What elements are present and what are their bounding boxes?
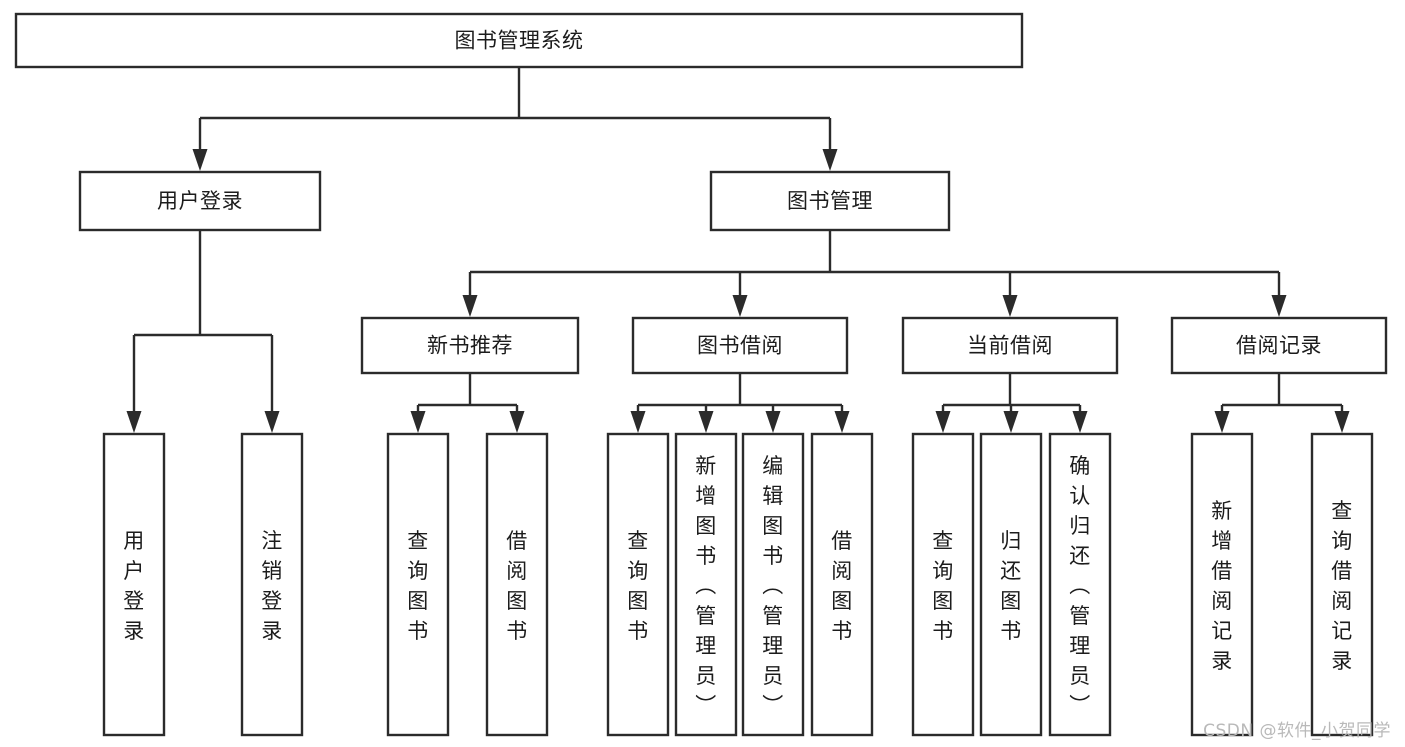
node-box[interactable] [810,432,874,737]
edge-arrowhead [1334,411,1350,433]
edge-arrowhead [822,149,838,171]
edge-arrowhead [192,149,208,171]
edge-group-root [192,67,838,171]
node-box[interactable] [901,316,1119,375]
edge-arrowhead [732,295,748,317]
edge-arrowhead [1072,411,1088,433]
node-label: 图书管理 [787,189,873,213]
edge-arrowhead [834,411,850,433]
node-label: 当前借阅 [967,334,1053,358]
node-box[interactable] [1190,432,1254,737]
node-leaf-query-book-3[interactable]: 查询图书 [911,432,975,737]
edge-arrowhead [462,295,478,317]
node-box[interactable] [14,12,1024,69]
edges-layer [126,67,1350,433]
node-box[interactable] [911,432,975,737]
node-box[interactable] [1170,316,1388,375]
node-book-borrow[interactable]: 图书借阅 [631,316,849,375]
node-leaf-confirm-return[interactable]: 确认归还（管理员） [1048,432,1112,737]
node-leaf-borrow-book-2[interactable]: 借阅图书 [810,432,874,737]
node-box[interactable] [606,432,670,737]
node-label: 新增借阅记录 [1211,499,1233,673]
node-label: 借阅图书 [506,529,528,643]
edge-group-user-login [126,230,280,433]
node-leaf-query-borrow-record[interactable]: 查询借阅记录 [1310,432,1374,737]
edge-arrowhead [935,411,951,433]
node-root[interactable]: 图书管理系统 [14,12,1024,69]
node-user-login[interactable]: 用户登录 [78,170,322,232]
edge-arrowhead [126,411,142,433]
node-label: 查询借阅记录 [1331,499,1353,673]
edge-arrowhead [410,411,426,433]
node-leaf-edit-book[interactable]: 编辑图书（管理员） [741,432,805,737]
node-new-book-recommend[interactable]: 新书推荐 [360,316,580,375]
node-leaf-add-borrow-record[interactable]: 新增借阅记录 [1190,432,1254,737]
node-leaf-add-book[interactable]: 新增图书（管理员） [674,432,738,737]
node-box[interactable] [1310,432,1374,737]
node-label: 用户登录 [123,529,145,643]
node-leaf-borrow-book-1[interactable]: 借阅图书 [485,432,549,737]
node-label: 图书管理系统 [455,29,584,53]
node-book-manage[interactable]: 图书管理 [709,170,951,232]
node-box[interactable] [979,432,1043,737]
node-label: 查询图书 [932,529,954,643]
node-box[interactable] [240,432,304,737]
edge-arrowhead [1214,411,1230,433]
edge-arrowhead [698,411,714,433]
edge-arrowhead [1271,295,1287,317]
node-label: 借阅图书 [831,529,853,643]
node-box[interactable] [485,432,549,737]
node-box[interactable] [78,170,322,232]
node-box[interactable] [674,432,738,737]
node-current-borrow[interactable]: 当前借阅 [901,316,1119,375]
node-label: 借阅记录 [1236,334,1322,358]
node-label: 图书借阅 [697,334,783,358]
node-box[interactable] [1048,432,1112,737]
edge-arrowhead [264,411,280,433]
node-label: 新增图书（管理员） [695,454,717,718]
edge-arrowhead [1003,411,1019,433]
node-leaf-user-login[interactable]: 用户登录 [102,432,166,737]
node-label: 新书推荐 [427,334,513,358]
node-box[interactable] [102,432,166,737]
nodes-layer: 图书管理系统用户登录图书管理新书推荐图书借阅当前借阅借阅记录用户登录注销登录查询… [14,12,1388,737]
node-box[interactable] [709,170,951,232]
watermark: CSDN @软件_小贺同学 [1203,721,1391,741]
edge-group-new-book-recommend [410,373,525,433]
node-box[interactable] [741,432,805,737]
edge-arrowhead [630,411,646,433]
node-leaf-return-book[interactable]: 归还图书 [979,432,1043,737]
edge-group-book-borrow [630,373,850,433]
node-label: 查询图书 [627,529,649,643]
edge-arrowhead [509,411,525,433]
node-label: 归还图书 [1000,529,1022,643]
edge-arrowhead [1002,295,1018,317]
node-label: 用户登录 [157,189,243,213]
node-label: 注销登录 [261,529,283,643]
node-box[interactable] [631,316,849,375]
node-label: 编辑图书（管理员） [762,454,784,718]
node-leaf-logout-login[interactable]: 注销登录 [240,432,304,737]
node-label: 确认归还（管理员） [1069,454,1091,718]
edge-group-borrow-record [1214,373,1350,433]
edge-arrowhead [765,411,781,433]
node-box[interactable] [386,432,450,737]
node-leaf-query-book-1[interactable]: 查询图书 [386,432,450,737]
edge-group-current-borrow [935,373,1088,433]
node-leaf-query-book-2[interactable]: 查询图书 [606,432,670,737]
node-box[interactable] [360,316,580,375]
node-label: 查询图书 [407,529,429,643]
edge-group-book-manage [462,230,1287,317]
node-borrow-record[interactable]: 借阅记录 [1170,316,1388,375]
